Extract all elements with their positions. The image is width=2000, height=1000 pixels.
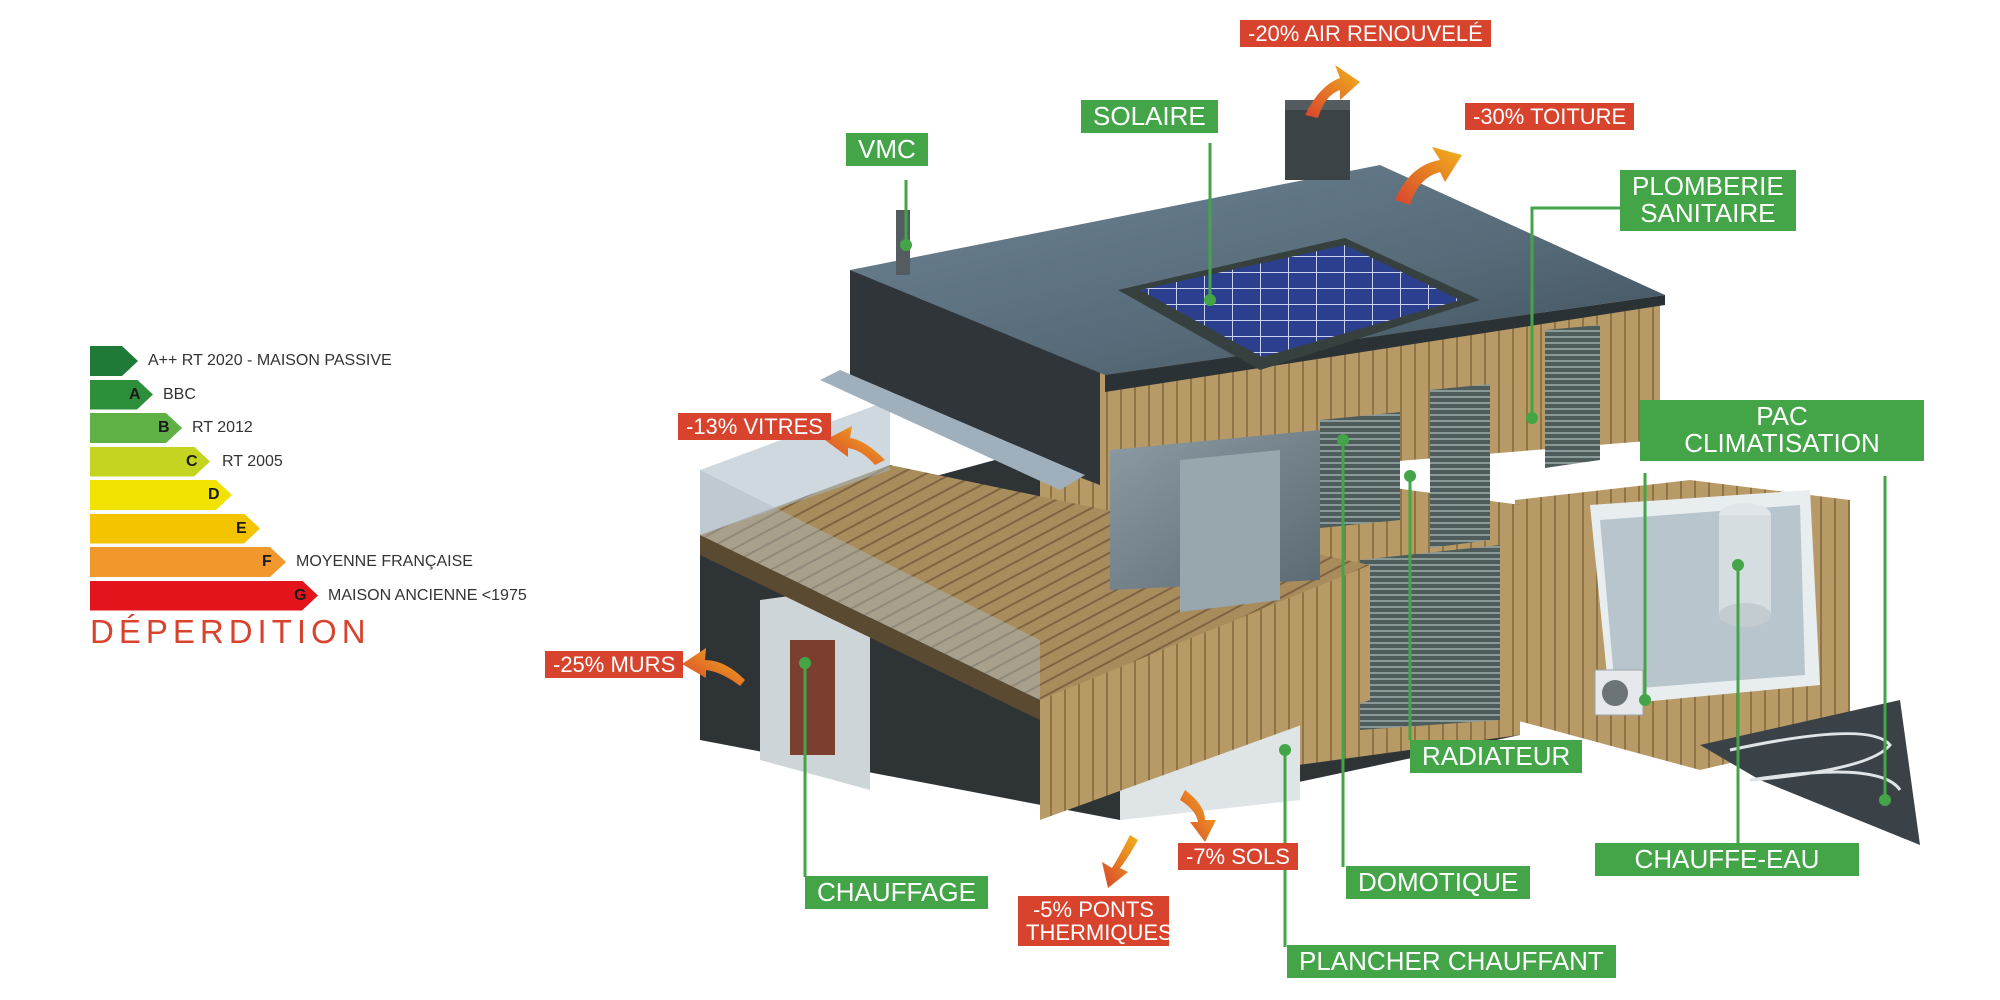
awning (820, 370, 1085, 490)
label-domotique: DOMOTIQUE (1346, 866, 1531, 900)
loss-murs: -25% MURS (545, 651, 684, 679)
label-plomberie-line1: PLOMBERIE (1632, 171, 1784, 201)
label-chauffage: CHAUFFAGE (805, 876, 988, 910)
loss-ponts-thermiques: -5% PONTS THERMIQUES (1018, 896, 1173, 947)
loss-ponts-line2: THERMIQUES (1026, 920, 1173, 946)
heat-loss-arrows (682, 65, 1462, 888)
arrow-murs (682, 648, 745, 686)
energy-letter: C (186, 452, 198, 470)
arrow-ponts (1102, 835, 1138, 888)
label-solaire: SOLAIRE (1081, 100, 1218, 134)
energy-bar (90, 514, 260, 544)
energy-description: RT 2012 (192, 419, 253, 436)
energy-description: MOYENNE FRANÇAISE (296, 553, 473, 570)
energy-description: BBC (163, 385, 196, 403)
annex-building (1515, 480, 1850, 770)
energy-letter: B (158, 419, 170, 436)
energy-letter: A (129, 385, 141, 403)
label-pac-line2: CLIMATISATION (1684, 428, 1880, 459)
underfloor-panel (1700, 700, 1920, 845)
arrow-air (1305, 65, 1360, 118)
loss-toiture: -30% TOITURE (1465, 103, 1635, 131)
label-vmc: VMC (846, 133, 928, 167)
energy-bar (90, 413, 182, 443)
loss-ponts-line1: -5% PONTS (1032, 897, 1155, 922)
energy-letter: G (294, 586, 307, 604)
energy-description: RT 2005 (222, 452, 283, 470)
arrow-sols (1180, 790, 1216, 842)
balcony-deck (700, 400, 1370, 820)
energy-description: MAISON ANCIENNE <1975 (328, 586, 527, 604)
loss-air-renouvele: -20% AIR RENOUVELÉ (1240, 20, 1491, 48)
energy-letter: D (208, 486, 220, 503)
loss-vitres: -13% VITRES (678, 413, 831, 441)
label-plomberie-sanitaire: PLOMBERIE SANITAIRE (1620, 170, 1796, 231)
energy-bar (90, 480, 232, 510)
label-pac-climatisation: PAC CLIMATISATION (1640, 400, 1924, 461)
arrow-toiture (1395, 147, 1462, 205)
label-radiateur: RADIATEUR (1410, 740, 1583, 774)
energy-description: A++ RT 2020 - MAISON PASSIVE (148, 352, 392, 369)
arrow-vitres (825, 426, 885, 465)
label-leader-dots (799, 239, 1891, 806)
energy-bar (90, 447, 210, 477)
deperdition-title: DÉPERDITION (90, 613, 371, 650)
energy-bar (90, 581, 318, 611)
label-pac-line1: PAC (1756, 401, 1808, 431)
loss-sols: -7% SOLS (1178, 843, 1298, 871)
label-chauffe-eau: CHAUFFE-EAU (1595, 843, 1859, 877)
energy-letter: E (236, 519, 247, 537)
energy-bar (90, 547, 286, 577)
energy-letter: F (262, 553, 272, 570)
label-plomberie-line2: SANITAIRE (1640, 198, 1776, 229)
label-plancher-chauffant: PLANCHER CHAUFFANT (1287, 945, 1616, 979)
